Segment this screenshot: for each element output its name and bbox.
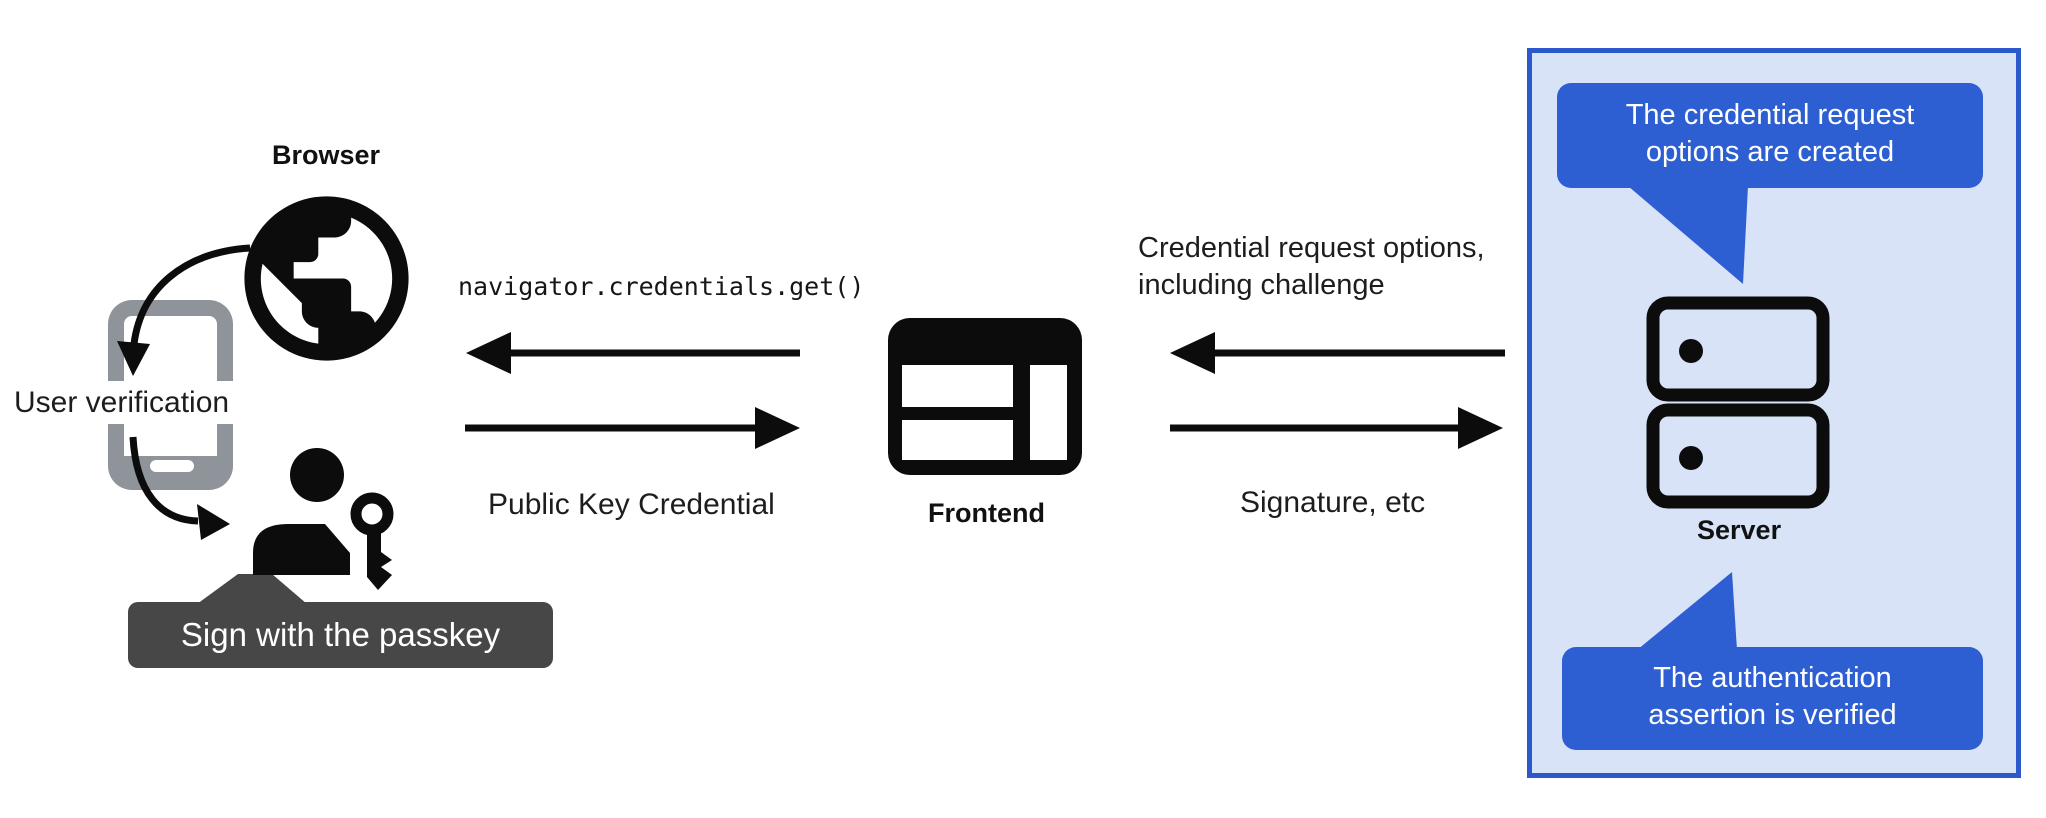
key-icon — [350, 492, 394, 590]
passkey-badge-text: Sign with the passkey — [180, 616, 501, 653]
server-to-frontend-arrow — [1170, 332, 1505, 374]
frontend-to-browser-arrow — [466, 332, 800, 374]
frontend-to-server-arrow — [1170, 407, 1503, 449]
browser-label: Browser — [272, 140, 381, 170]
bubble-bottom-tail — [1637, 572, 1737, 650]
bubble-credential-request-created: The credential request options are creat… — [1557, 83, 1983, 188]
bubble-top-tail — [1628, 186, 1748, 284]
phone-speaker-slot — [150, 460, 194, 472]
api-call-label: navigator.credentials.get() — [458, 272, 865, 301]
bubble-top-line1: The credential request — [1625, 99, 1915, 131]
user-with-passkey-icon — [253, 448, 394, 590]
person-icon — [253, 448, 350, 575]
credential-request-options-line1: Credential request options, — [1138, 232, 1485, 264]
credential-request-options-line2: including challenge — [1138, 269, 1385, 301]
signature-label: Signature, etc — [1240, 486, 1426, 519]
user-verification-label: User verification — [6, 381, 238, 424]
server-icon — [1646, 296, 1830, 509]
globe-icon — [244, 196, 409, 361]
phone-to-user-arrow — [129, 436, 230, 540]
server-label: Server — [1697, 515, 1782, 545]
bubble-bottom-line1: The authentication — [1653, 662, 1892, 694]
bubble-top-line2: options are created — [1645, 136, 1895, 168]
credential-request-options-label: Credential request options, including ch… — [1138, 230, 1485, 304]
frontend-label: Frontend — [928, 498, 1045, 528]
browser-to-frontend-arrow — [465, 407, 800, 449]
bubble-assertion-verified: The authentication assertion is verified — [1562, 647, 1983, 750]
passkey-badge: Sign with the passkey — [128, 602, 553, 668]
passkey-badge-tail — [197, 574, 307, 604]
public-key-credential-label: Public Key Credential — [488, 488, 775, 521]
frontend-window-icon — [888, 318, 1082, 475]
bubble-bottom-line2: assertion is verified — [1648, 699, 1897, 731]
browser-to-phone-arrow — [117, 244, 251, 376]
